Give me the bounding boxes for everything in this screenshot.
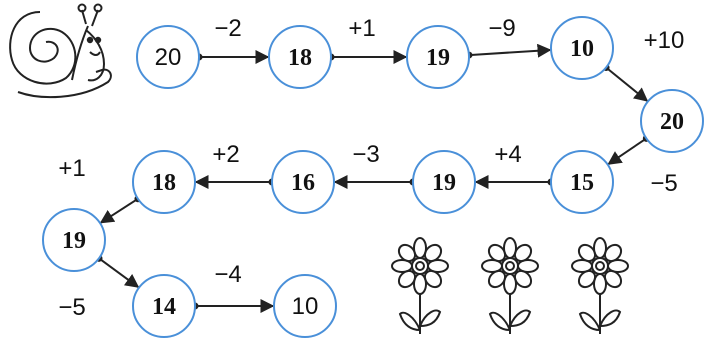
number-value-1: 20 <box>155 44 182 71</box>
number-value-2: 18 <box>288 45 312 71</box>
step-arrow-4 <box>605 66 649 102</box>
number-circle-4 <box>550 16 614 80</box>
number-circle-5 <box>640 89 704 153</box>
number-value-9: 18 <box>152 170 176 196</box>
flower-icon <box>391 237 449 334</box>
step-label-10: −5 <box>58 294 85 321</box>
step-label-4: +10 <box>644 27 685 54</box>
step-arrow-5 <box>607 137 647 165</box>
number-value-12: 10 <box>292 293 319 320</box>
step-arrow-3 <box>468 43 552 58</box>
step-arrow-9 <box>99 197 139 224</box>
step-label-5: −5 <box>650 170 677 197</box>
step-label-2: +1 <box>348 15 375 42</box>
snail-icon <box>9 3 112 99</box>
number-circle-2 <box>268 25 332 89</box>
number-circle-7 <box>412 150 476 214</box>
number-circle-10 <box>42 208 106 272</box>
number-value-5: 20 <box>660 109 684 135</box>
number-value-7: 19 <box>432 170 456 196</box>
number-circle-9 <box>132 150 196 214</box>
flower-icon <box>571 237 629 334</box>
step-label-1: −2 <box>214 15 241 42</box>
step-label-11: −4 <box>214 261 241 288</box>
number-value-11: 14 <box>152 294 176 320</box>
step-arrow-10 <box>98 257 140 288</box>
number-circle-1 <box>136 25 200 89</box>
step-label-9: +1 <box>58 155 85 182</box>
step-label-6: +4 <box>494 141 521 168</box>
number-circle-11 <box>132 274 196 338</box>
nodes-layer: 20 18 19 10 20 15 19 16 18 19 14 10 <box>42 16 704 338</box>
step-label-7: −3 <box>352 141 379 168</box>
number-value-6: 15 <box>570 170 594 196</box>
step-label-3: −9 <box>488 15 515 42</box>
number-value-8: 16 <box>291 170 315 196</box>
number-circle-8 <box>271 150 335 214</box>
flower-icon <box>481 237 539 334</box>
number-value-10: 19 <box>62 228 86 254</box>
labels-layer: −2 +1 −9 +10 −5 +4 −3 +2 +1 −5 −4 <box>58 15 684 321</box>
number-circle-6 <box>550 150 614 214</box>
step-label-8: +2 <box>212 141 239 168</box>
number-circle-3 <box>406 25 470 89</box>
number-value-3: 19 <box>426 45 450 71</box>
number-circle-12 <box>273 274 337 338</box>
number-value-4: 10 <box>570 36 594 62</box>
